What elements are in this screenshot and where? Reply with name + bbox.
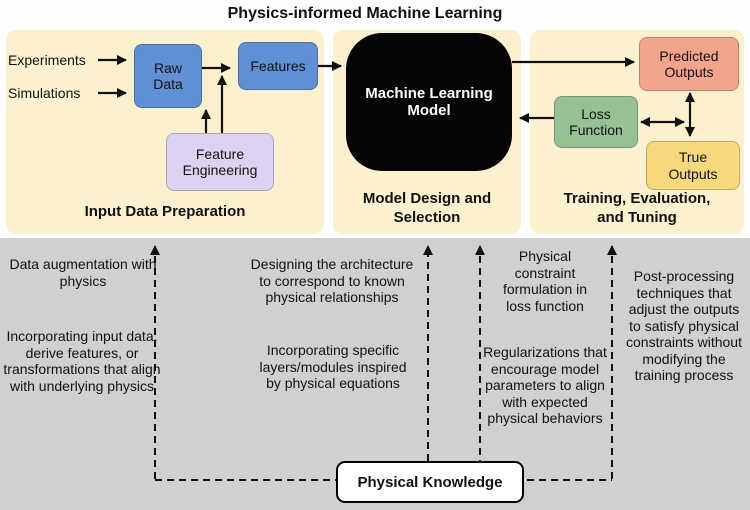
annotation-data-augmentation: Data augmentation with physics [9, 256, 157, 289]
features-box: Features [238, 42, 318, 90]
machine-learning-model-label: Machine Learning Model [365, 84, 493, 119]
training-panel-caption: Training, Evaluation, and Tuning [530, 190, 744, 228]
true-outputs-box: True Outputs [646, 141, 740, 190]
experiments-label: Experiments [8, 52, 86, 68]
physical-knowledge-label: Physical Knowledge [357, 473, 503, 491]
features-label: Features [250, 57, 306, 74]
annotation-regularizations: Regularizations that encourage model par… [483, 344, 607, 427]
annotation-loss-constraint: Physical constraint formulation in loss … [502, 248, 588, 314]
predicted-outputs-label: Predicted Outputs [659, 47, 719, 80]
annotation-incorporating-input-data: Incorporating input data, derive feature… [3, 328, 161, 394]
raw-data-box: Raw Data [134, 44, 202, 108]
loss-function-label: Loss Function [569, 105, 623, 138]
model-panel-caption-text: Model Design and Selection [362, 190, 492, 226]
annotation-designing-architecture: Designing the architecture to correspond… [250, 256, 414, 306]
model-panel-caption: Model Design and Selection [333, 190, 521, 228]
training-panel-caption-text: Training, Evaluation, and Tuning [563, 190, 711, 226]
feature-engineering-box: Feature Engineering [166, 133, 274, 191]
diagram-title: Physics-informed Machine Learning [227, 5, 503, 22]
simulations-label: Simulations [8, 85, 81, 101]
machine-learning-model-box: Machine Learning Model [346, 33, 512, 171]
physical-knowledge-box: Physical Knowledge [336, 461, 524, 503]
true-outputs-label: True Outputs [668, 149, 718, 182]
annotation-post-processing: Post-processing techniques that adjust t… [626, 268, 742, 384]
raw-data-label: Raw Data [153, 59, 183, 92]
annotation-incorporating-layers: Incorporating specific layers/modules in… [259, 342, 407, 392]
input-panel-caption: Input Data Preparation [84, 203, 246, 220]
loss-function-box: Loss Function [554, 96, 638, 148]
predicted-outputs-box: Predicted Outputs [639, 37, 739, 91]
feature-engineering-label: Feature Engineering [182, 145, 258, 178]
